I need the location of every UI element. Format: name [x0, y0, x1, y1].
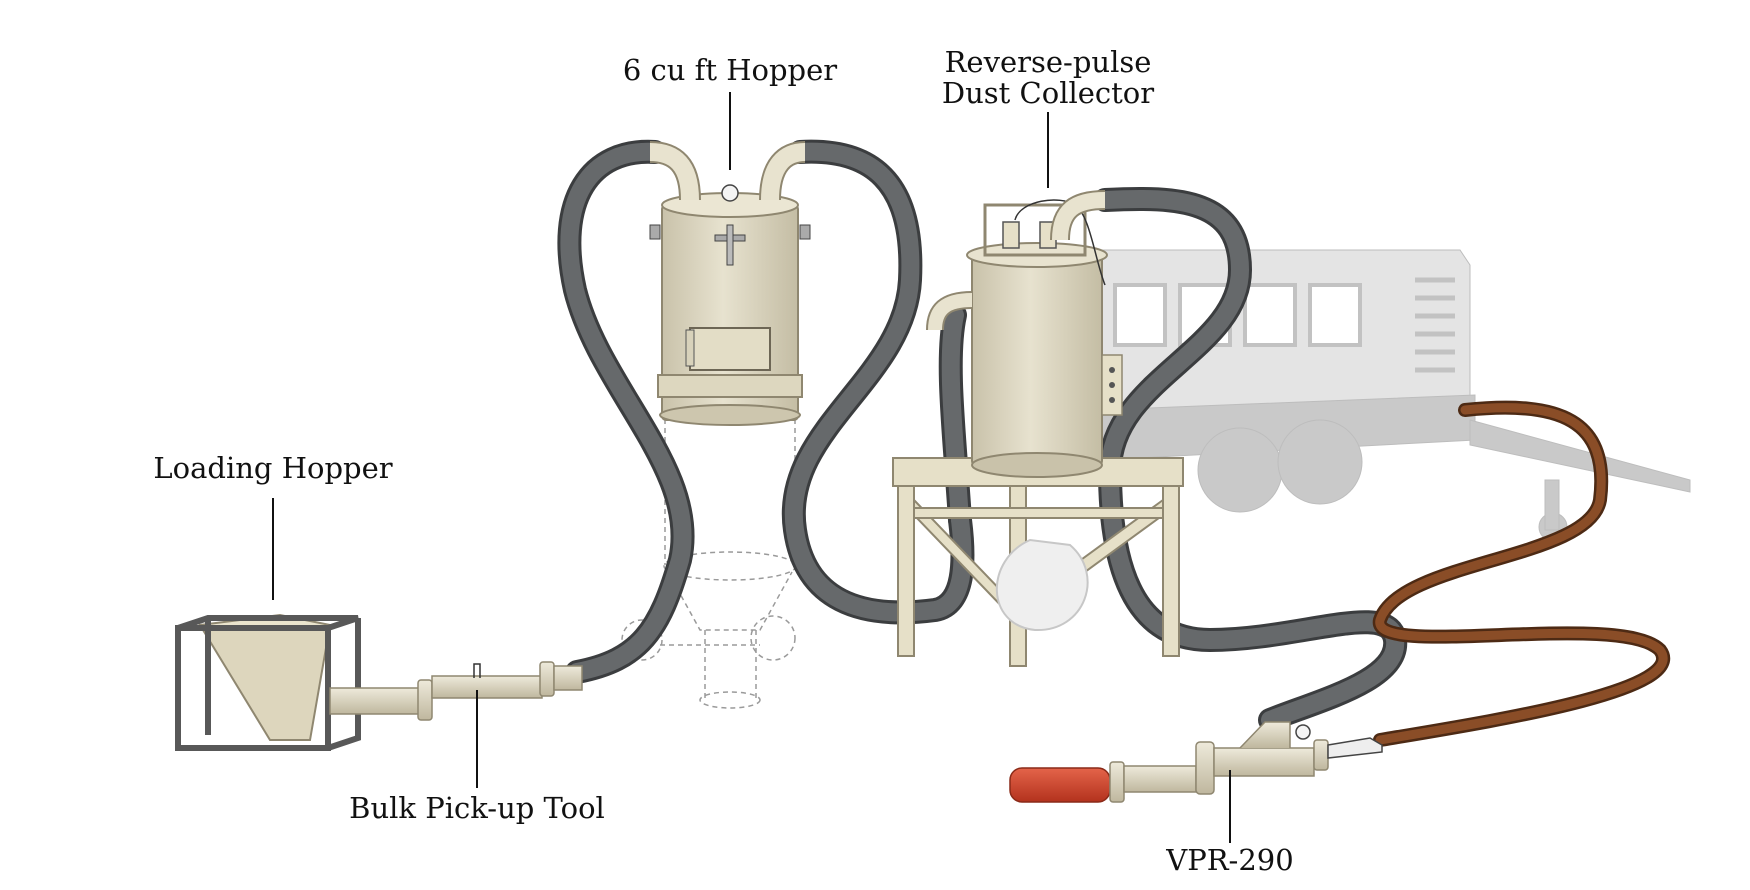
loading-hopper-label: Loading Hopper — [153, 451, 392, 485]
bulk-pickup-tool — [329, 661, 583, 721]
pickup-tool-label: Bulk Pick-up Tool — [349, 791, 605, 825]
vacuum-hoses — [557, 139, 1408, 732]
hopper-tank — [649, 141, 811, 426]
loading-hopper — [175, 613, 361, 751]
vpr-290-unit — [1009, 721, 1383, 803]
compressed-air-hose — [1373, 400, 1670, 747]
collector-label-line1: Reverse-pulse — [945, 45, 1152, 79]
collector-label-line2: Dust Collector — [942, 76, 1154, 110]
vpr-label: VPR-290 — [1165, 843, 1293, 877]
hopper-label: 6 cu ft Hopper — [623, 53, 837, 87]
dust-collector-tank — [926, 190, 1123, 478]
air-compressor-trailer — [1099, 249, 1691, 542]
leader-lines — [272, 92, 1231, 843]
collection-bag — [995, 538, 1089, 632]
